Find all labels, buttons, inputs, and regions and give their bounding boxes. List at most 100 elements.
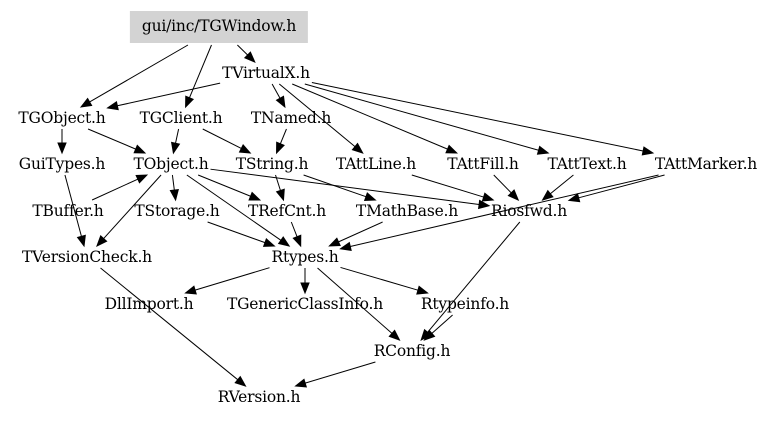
arrowhead-tstring-to-tmathbase xyxy=(363,192,377,202)
edge-tgwindow-to-tvirtualx xyxy=(237,44,248,56)
arrowhead-tatttext-to-riosfwd xyxy=(541,189,554,201)
node-tversioncheck[interactable]: TVersionCheck.h xyxy=(22,248,152,266)
node-rversion[interactable]: RVersion.h xyxy=(217,388,301,406)
arrowhead-tobject-to-tstorage xyxy=(169,188,179,202)
edge-riosfwd-to-rconfig xyxy=(427,221,521,333)
arrowhead-rtypeinfo-to-rconfig xyxy=(423,329,436,341)
arrowhead-tvirtualx-to-tattmarker xyxy=(641,146,655,156)
edge-rconfig-to-rversion xyxy=(305,361,376,384)
arrowhead-rtypes-to-dllimport xyxy=(184,285,197,295)
node-guitypes[interactable]: GuiTypes.h xyxy=(18,155,106,173)
arrowhead-tgclient-to-tobject xyxy=(170,141,181,155)
arrowhead-tvirtualx-to-tattline xyxy=(351,142,364,154)
node-tstorage[interactable]: TStorage.h xyxy=(134,202,220,220)
edge-rtypes-to-rtypeinfo xyxy=(340,266,419,291)
node-tgwindow[interactable]: gui/inc/TGWindow.h xyxy=(129,11,309,43)
arrowhead-tattmarker-to-rtypes xyxy=(339,241,352,252)
arrowhead-tvirtualx-to-tnamed xyxy=(275,95,286,109)
edge-tobject-to-riosfwd xyxy=(210,168,480,205)
edge-tnamed-to-tstring xyxy=(279,128,287,144)
arrowhead-tstorage-to-rtypes xyxy=(262,237,276,247)
arrowhead-tobject-to-riosfwd xyxy=(477,199,491,210)
edge-tvirtualx-to-tgobject xyxy=(117,82,221,107)
edge-tobject-to-tstorage xyxy=(171,174,175,191)
edge-tvirtualx-to-tattline xyxy=(278,83,356,148)
arrowhead-tobject-to-tversioncheck xyxy=(96,235,108,247)
arrowhead-tattline-to-riosfwd xyxy=(481,192,495,202)
node-tattfill[interactable]: TAttFill.h xyxy=(447,155,519,173)
edge-tattline-to-riosfwd xyxy=(411,174,484,198)
arrowhead-tbuffer-to-tobject xyxy=(135,174,149,184)
edge-tversioncheck-to-rversion xyxy=(100,267,239,381)
edge-tgobject-to-tobject xyxy=(87,128,136,150)
arrowhead-tmathbase-to-rtypes xyxy=(328,237,341,247)
edge-tstorage-to-rtypes xyxy=(207,221,266,244)
arrowhead-tgobject-to-guitypes xyxy=(57,142,67,155)
arrowhead-tgobject-to-tobject xyxy=(133,144,147,154)
edge-tobject-to-trefcnt xyxy=(197,174,251,197)
edge-tvirtualx-to-tnamed xyxy=(271,83,281,99)
arrowhead-tvirtualx-to-tatttext xyxy=(536,145,550,155)
edge-trefcnt-to-rtypes xyxy=(290,221,298,237)
arrowhead-guitypes-to-tversioncheck xyxy=(76,234,86,248)
edge-tgclient-to-tobject xyxy=(175,128,180,144)
arrowhead-tversioncheck-to-rversion xyxy=(234,375,247,387)
arrowhead-tgwindow-to-tgclient xyxy=(185,95,195,109)
node-tbuffer[interactable]: TBuffer.h xyxy=(32,202,104,220)
arrowhead-tnamed-to-tstring xyxy=(276,141,285,155)
arrowhead-rtypes-to-rconfig xyxy=(388,329,401,341)
arrowhead-tgclient-to-tstring xyxy=(238,144,252,154)
edge-tvirtualx-to-tattmarker xyxy=(311,82,644,152)
edge-tattmarker-to-rtypes xyxy=(350,174,659,247)
arrowhead-tobject-to-trefcnt xyxy=(248,191,262,201)
arrowhead-rtypes-to-rtypeinfo xyxy=(416,285,429,295)
edge-tobject-to-rtypes xyxy=(186,174,282,241)
edge-tgwindow-to-tgobject xyxy=(89,44,189,103)
arrowhead-tvirtualx-to-tattfill xyxy=(445,144,459,154)
node-rconfig[interactable]: RConfig.h xyxy=(373,342,451,360)
node-riosfwd[interactable]: Riosfwd.h xyxy=(491,202,567,220)
node-rtypes[interactable]: Rtypes.h xyxy=(271,248,339,266)
arrowhead-trefcnt-to-rtypes xyxy=(292,234,302,248)
edge-tstring-to-trefcnt xyxy=(275,174,281,191)
arrowhead-tgwindow-to-tvirtualx xyxy=(243,51,256,63)
node-tattmarker[interactable]: TAttMarker.h xyxy=(654,155,758,173)
node-tattline[interactable]: TAttLine.h xyxy=(335,155,417,173)
node-tgclient[interactable]: TGClient.h xyxy=(139,109,223,127)
edge-tmathbase-to-rtypes xyxy=(338,221,383,243)
node-tmathbase[interactable]: TMathBase.h xyxy=(355,202,459,220)
edge-rtypeinfo-to-rconfig xyxy=(431,314,453,334)
node-tnamed[interactable]: TNamed.h xyxy=(250,109,332,127)
node-tgenericclassinfo[interactable]: TGenericClassInfo.h xyxy=(226,295,384,313)
edge-rtypes-to-rconfig xyxy=(317,267,393,334)
edge-tgwindow-to-tgclient xyxy=(188,44,212,98)
arrowhead-rtypes-to-tgenericclassinfo xyxy=(300,282,310,295)
arrowhead-tgwindow-to-tgobject xyxy=(79,97,93,108)
arrowhead-tattmarker-to-riosfwd xyxy=(567,193,581,203)
edge-tattmarker-to-riosfwd xyxy=(578,174,665,199)
edge-tvirtualx-to-tattfill xyxy=(292,83,448,150)
edge-tatttext-to-riosfwd xyxy=(550,174,574,195)
edge-tattfill-to-riosfwd xyxy=(493,174,512,194)
node-tvirtualx[interactable]: TVirtualX.h xyxy=(222,64,310,82)
edge-tgclient-to-tstring xyxy=(202,128,242,149)
arrowhead-tattfill-to-riosfwd xyxy=(507,189,520,201)
node-trefcnt[interactable]: TRefCnt.h xyxy=(247,202,327,220)
edge-guitypes-to-tversioncheck xyxy=(64,174,82,237)
arrowhead-tvirtualx-to-tgobject xyxy=(106,101,119,111)
edge-rtypes-to-dllimport xyxy=(194,267,270,291)
edge-tvirtualx-to-tatttext xyxy=(304,83,539,151)
node-tstring[interactable]: TString.h xyxy=(235,155,309,173)
node-rtypeinfo[interactable]: Rtypeinfo.h xyxy=(420,295,510,313)
node-tgobject[interactable]: TGObject.h xyxy=(18,109,106,127)
node-tatttext[interactable]: TAttText.h xyxy=(547,155,627,173)
edge-tobject-to-tversioncheck xyxy=(103,174,162,239)
arrowhead-tobject-to-rtypes xyxy=(277,236,291,247)
edge-tstring-to-tmathbase xyxy=(303,174,367,198)
edge-tbuffer-to-tobject xyxy=(91,178,139,201)
node-tobject[interactable]: TObject.h xyxy=(133,155,209,173)
node-dllimport[interactable]: DllImport.h xyxy=(104,295,194,313)
arrowhead-rconfig-to-rversion xyxy=(294,378,308,388)
